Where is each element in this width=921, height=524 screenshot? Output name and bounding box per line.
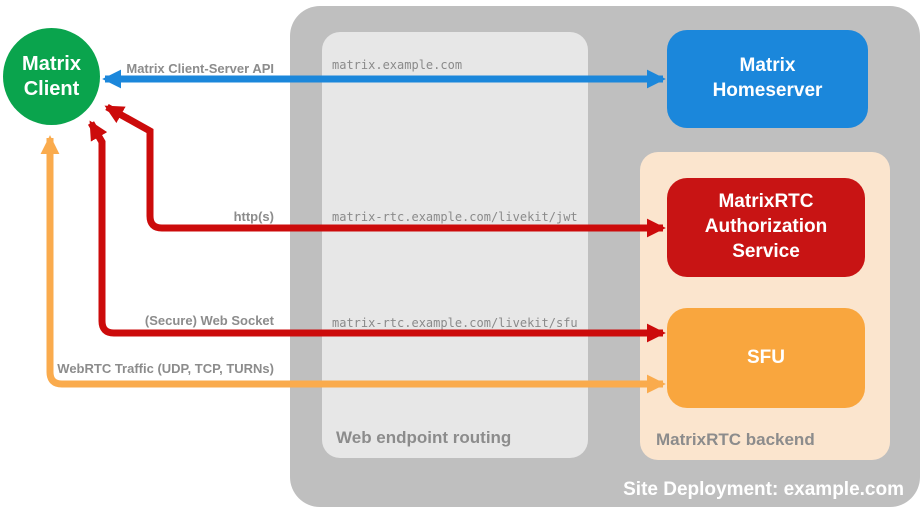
- sfu-label: SFU: [747, 346, 785, 368]
- matrix-homeserver-node: Matrix Homeserver: [667, 30, 868, 128]
- endpoint-url-livekit-jwt: matrix-rtc.example.com/livekit/jwt: [332, 210, 578, 224]
- matrixrtc-backend-box: MatrixRTC Authorization Service SFU Matr…: [640, 152, 890, 460]
- site-deployment-label: Site Deployment: example.com: [623, 479, 904, 500]
- matrix-homeserver-label: Matrix Homeserver: [712, 55, 823, 101]
- site-deployment-box: matrix.example.com matrix-rtc.example.co…: [290, 6, 920, 507]
- web-endpoint-routing-box: matrix.example.com matrix-rtc.example.co…: [322, 32, 588, 458]
- web-endpoint-routing-label: Web endpoint routing: [336, 428, 512, 447]
- connection-label-webrtc-traffic: WebRTC Traffic (UDP, TCP, TURNs): [57, 361, 274, 376]
- connection-label-https: http(s): [233, 209, 274, 224]
- matrixrtc-backend-label: MatrixRTC backend: [656, 430, 815, 449]
- matrixrtc-authorization-service-node: MatrixRTC Authorization Service: [667, 178, 865, 277]
- endpoint-url-livekit-sfu: matrix-rtc.example.com/livekit/sfu: [332, 316, 578, 330]
- matrixrtc-authorization-service-label: MatrixRTC Authorization Service: [704, 191, 828, 262]
- sfu-node: SFU: [667, 308, 865, 408]
- endpoint-url-homeserver: matrix.example.com: [332, 58, 463, 72]
- connection-label-secure-web-socket: (Secure) Web Socket: [144, 313, 274, 328]
- matrix-client-node: Matrix Client: [3, 28, 100, 125]
- connection-label-client-server-api: Matrix Client-Server API: [126, 61, 274, 76]
- matrix-client-label: Matrix Client: [22, 52, 81, 100]
